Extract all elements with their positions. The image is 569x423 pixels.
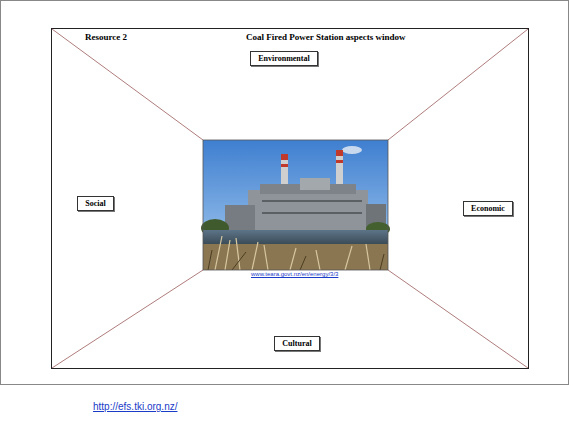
aspect-box: Cultural <box>274 336 320 351</box>
aspect-label: Economic <box>464 202 512 215</box>
aspect-label: Environmental <box>251 52 317 65</box>
resource-number: Resource 2 <box>85 32 127 42</box>
photo-source-link: www.teara.govt.nz/en/energy/3/3 <box>251 271 338 277</box>
source-link: http://efs.tki.org.nz/ <box>93 401 177 412</box>
diagram-title: Coal Fired Power Station aspects window <box>246 32 405 42</box>
aspect-label: Social <box>78 197 113 210</box>
aspect-box: Economic <box>463 201 513 216</box>
aspect-label: Cultural <box>275 337 319 350</box>
aspect-box: Social <box>77 196 114 211</box>
aspect-box: Environmental <box>250 51 318 66</box>
